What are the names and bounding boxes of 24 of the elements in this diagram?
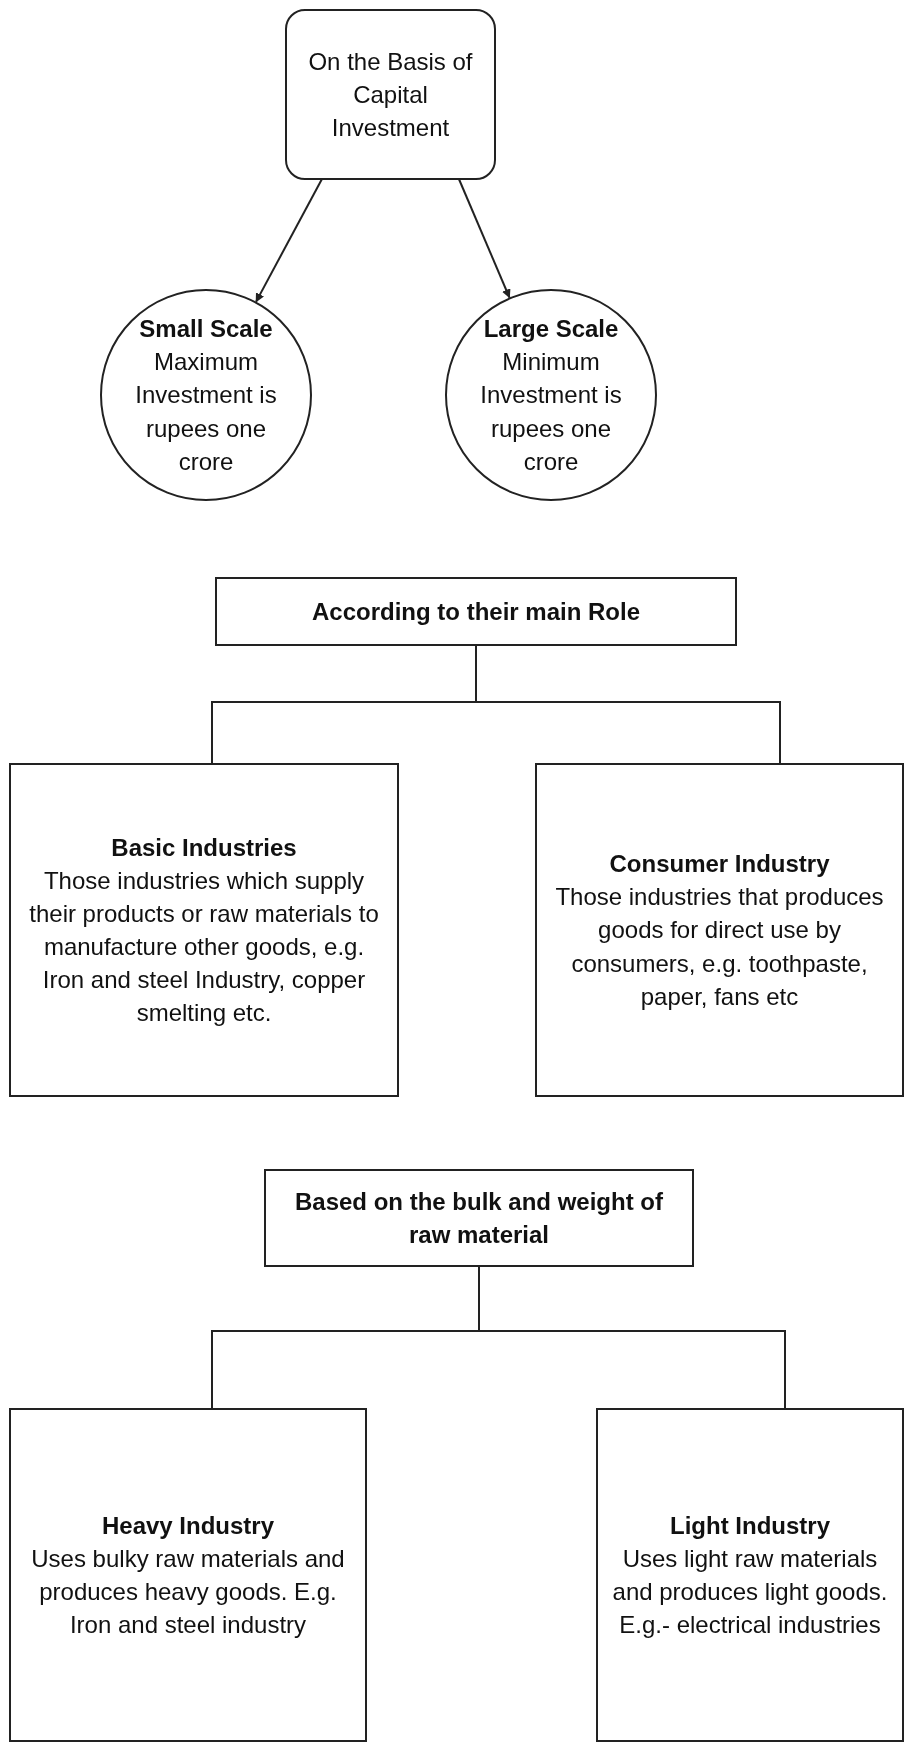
process-box xyxy=(596,1408,904,1742)
arrow xyxy=(255,177,324,303)
node-heading: Large Scale xyxy=(483,314,619,345)
process-box xyxy=(215,577,737,646)
node-heading: Heavy Industry xyxy=(101,1510,275,1541)
process-box xyxy=(9,763,399,1097)
arrow xyxy=(457,177,511,299)
node-heading: Small Scale xyxy=(139,314,273,345)
node-description: Those industries which supply their products or raw materials to manufacture other goods, e.g. Iron and steel Industry, copper smelting etc. xyxy=(28,865,380,1029)
node-label: On the Basis of Capital Investment xyxy=(307,46,474,144)
node-description: Maximum Investment is rupees one crore xyxy=(134,347,278,477)
node-description: Those industries that produces goods for direct use by consumers, e.g. toothpaste, paper, fans etc xyxy=(554,882,885,1012)
node-description: Minimum Investment is rupees one crore xyxy=(479,347,623,477)
node-heading: Light Industry xyxy=(670,1510,830,1541)
node-heading: Basic Industries xyxy=(111,832,297,863)
process-box xyxy=(9,1408,367,1742)
node-description: Uses bulky raw materials and produces heavy goods. E.g. Iron and steel industry xyxy=(30,1543,346,1641)
process-box xyxy=(264,1169,694,1267)
node-heading: Consumer Industry xyxy=(609,849,830,880)
process-box xyxy=(535,763,904,1097)
node-description: Uses light raw materials and produces light goods. E.g.- electrical industries xyxy=(611,1543,889,1641)
node-label: Based on the bulk and weight of raw material xyxy=(294,1186,664,1250)
node-label: According to their main Role xyxy=(312,596,640,627)
rounded-box xyxy=(285,9,496,180)
